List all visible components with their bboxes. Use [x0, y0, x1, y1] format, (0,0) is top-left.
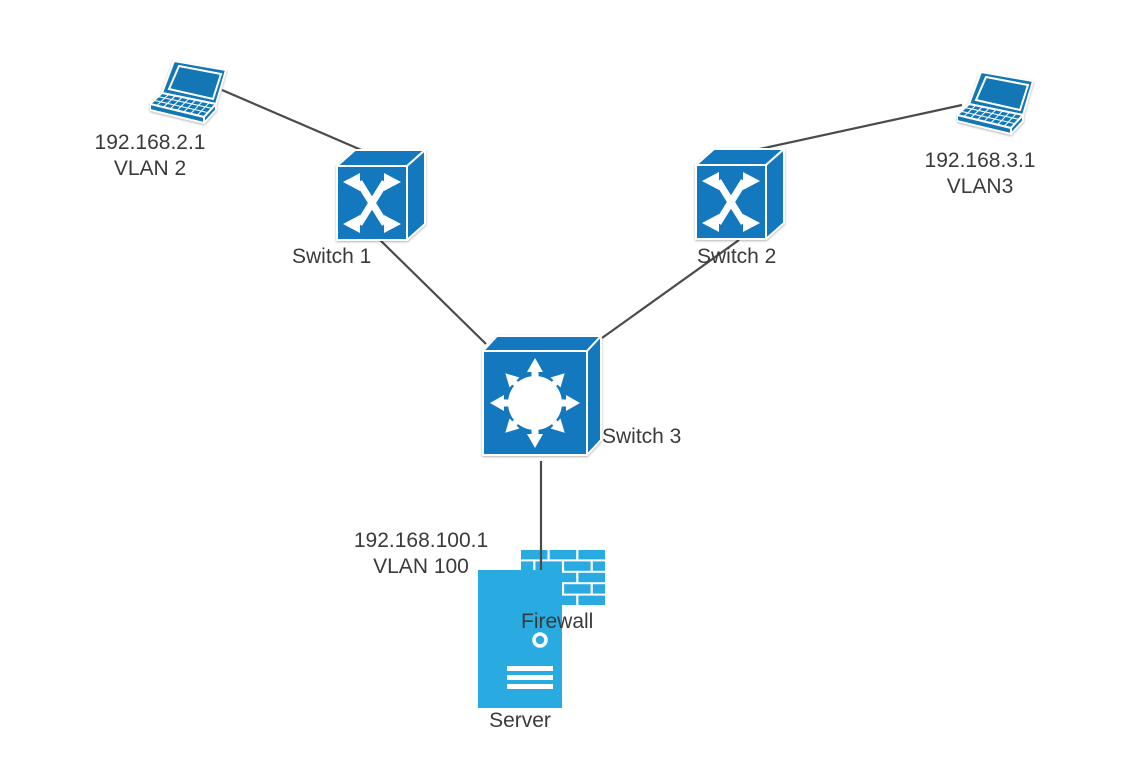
workgroup-switch-icon[interactable]	[336, 149, 426, 241]
edge-switch1-switch3	[377, 237, 487, 345]
switch1-label: Switch 1	[292, 245, 372, 268]
pc-left-label: 192.168.2.1 VLAN 2	[60, 130, 240, 182]
pc-left-vlan: VLAN 2	[113, 157, 187, 180]
workgroup-switch-icon[interactable]	[695, 148, 785, 240]
pc-right-label: 192.168.3.1 VLAN3	[890, 148, 1070, 200]
switch2-label: Switch 2	[697, 245, 777, 268]
edge-pc-left-switch1	[221, 88, 367, 154]
firewall-ip-label: 192.168.100.1 VLAN 100	[331, 528, 511, 580]
firewall-vlan: VLAN 100	[373, 555, 469, 578]
laptop-icon[interactable]	[150, 60, 232, 128]
edge-switch2-switch3	[601, 239, 740, 339]
firewall-ip: 192.168.100.1	[353, 529, 489, 552]
pc-right-ip: 192.168.3.1	[924, 149, 1036, 172]
edge-pc-right-switch2	[754, 103, 963, 152]
multilayer-switch-icon[interactable]	[482, 335, 602, 456]
switch3-label: Switch 3	[602, 425, 682, 448]
pc-left-ip: 192.168.2.1	[94, 131, 206, 154]
laptop-icon[interactable]	[957, 71, 1039, 139]
firewall-label: Firewall	[521, 610, 594, 633]
server-icon[interactable]	[478, 570, 562, 708]
pc-right-vlan: VLAN3	[946, 175, 1014, 198]
server-label: Server	[489, 709, 551, 732]
